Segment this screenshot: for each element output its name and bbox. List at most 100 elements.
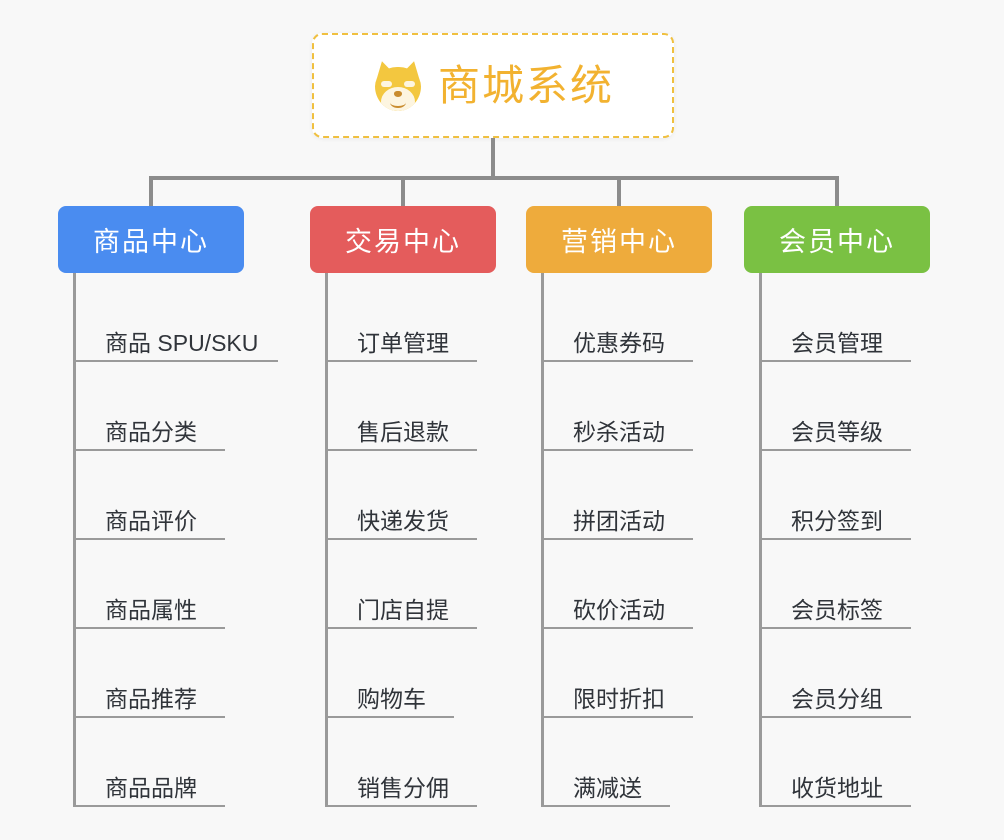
leaf-item[interactable]: 商品属性 xyxy=(73,540,258,629)
connector-drop-member-center xyxy=(835,176,839,208)
connector-trunk-product-center xyxy=(73,273,76,807)
leaf-item-label: 砍价活动 xyxy=(573,596,665,623)
leaf-underline xyxy=(759,716,911,718)
connector-root-stem xyxy=(491,138,495,178)
leaf-item[interactable]: 快递发货 xyxy=(325,451,477,540)
connector-horizontal-bus xyxy=(149,176,839,180)
connector-drop-product-center xyxy=(149,176,153,208)
leaf-item[interactable]: 会员管理 xyxy=(759,273,911,362)
leaf-item-label: 商品评价 xyxy=(105,507,197,534)
category-header-member-center[interactable]: 会员中心 xyxy=(744,206,930,273)
connector-drop-marketing-center xyxy=(617,176,621,208)
leaf-item[interactable]: 满减送 xyxy=(541,718,670,807)
leaf-item[interactable]: 商品评价 xyxy=(73,451,258,540)
leaf-item[interactable]: 限时折扣 xyxy=(541,629,693,718)
leaf-item[interactable]: 购物车 xyxy=(325,629,454,718)
leaf-underline xyxy=(759,805,911,807)
leaf-item-label: 限时折扣 xyxy=(573,685,665,712)
leaf-underline xyxy=(73,449,225,451)
leaf-underline xyxy=(325,449,477,451)
category-header-label: 商品中心 xyxy=(93,227,209,257)
leaf-item-label: 收货地址 xyxy=(791,774,883,801)
leaf-underline xyxy=(73,805,225,807)
leaf-item-label: 商品属性 xyxy=(105,596,197,623)
leaf-item-label: 订单管理 xyxy=(357,329,449,356)
leaf-item-label: 门店自提 xyxy=(357,596,449,623)
leaf-item[interactable]: 商品 SPU/SKU xyxy=(73,273,278,362)
leaf-underline xyxy=(73,538,225,540)
connector-trunk-trade-center xyxy=(325,273,328,807)
leaf-item[interactable]: 商品分类 xyxy=(73,362,258,451)
leaf-item-label: 购物车 xyxy=(357,685,426,712)
leaf-item[interactable]: 商品推荐 xyxy=(73,629,258,718)
leaf-list-trade-center: 订单管理售后退款快递发货门店自提购物车销售分佣 xyxy=(325,273,477,807)
leaf-item[interactable]: 砍价活动 xyxy=(541,540,693,629)
leaf-list-marketing-center: 优惠券码秒杀活动拼团活动砍价活动限时折扣满减送 xyxy=(541,273,693,807)
leaf-item[interactable]: 会员分组 xyxy=(759,629,911,718)
leaf-item-label: 销售分佣 xyxy=(357,774,449,801)
leaf-underline xyxy=(541,805,670,807)
root-title: 商城系统 xyxy=(437,61,614,109)
leaf-underline xyxy=(759,449,911,451)
leaf-underline xyxy=(325,805,477,807)
column-marketing-center: 营销中心优惠券码秒杀活动拼团活动砍价活动限时折扣满减送 xyxy=(526,206,712,807)
leaf-underline xyxy=(541,449,693,451)
leaf-item[interactable]: 优惠券码 xyxy=(541,273,693,362)
root-node-shop-system[interactable]: 商城系统 xyxy=(312,33,674,138)
leaf-underline xyxy=(541,716,693,718)
leaf-item[interactable]: 秒杀活动 xyxy=(541,362,693,451)
category-header-label: 营销中心 xyxy=(561,227,677,257)
leaf-item[interactable]: 会员等级 xyxy=(759,362,911,451)
leaf-item[interactable]: 会员标签 xyxy=(759,540,911,629)
leaf-item-label: 会员等级 xyxy=(791,418,883,445)
shiba-dog-face-icon xyxy=(372,58,424,112)
leaf-item-label: 拼团活动 xyxy=(573,507,665,534)
leaf-item-label: 商品品牌 xyxy=(105,774,197,801)
leaf-item[interactable]: 积分签到 xyxy=(759,451,911,540)
leaf-item-label: 会员分组 xyxy=(791,685,883,712)
leaf-item-label: 商品分类 xyxy=(105,418,197,445)
category-header-label: 会员中心 xyxy=(779,227,895,257)
leaf-item[interactable]: 售后退款 xyxy=(325,362,477,451)
leaf-item-label: 秒杀活动 xyxy=(573,418,665,445)
column-member-center: 会员中心会员管理会员等级积分签到会员标签会员分组收货地址 xyxy=(744,206,930,807)
connector-trunk-member-center xyxy=(759,273,762,807)
leaf-item-label: 优惠券码 xyxy=(573,329,665,356)
leaf-item[interactable]: 门店自提 xyxy=(325,540,477,629)
connector-drop-trade-center xyxy=(401,176,405,208)
leaf-underline xyxy=(541,538,693,540)
leaf-underline xyxy=(541,360,693,362)
leaf-item[interactable]: 销售分佣 xyxy=(325,718,477,807)
leaf-item-label: 满减送 xyxy=(573,774,642,801)
category-header-marketing-center[interactable]: 营销中心 xyxy=(526,206,712,273)
leaf-underline xyxy=(325,716,454,718)
leaf-item[interactable]: 商品品牌 xyxy=(73,718,258,807)
leaf-list-product-center: 商品 SPU/SKU 商品分类商品评价商品属性商品推荐商品品牌 xyxy=(73,273,278,807)
category-header-product-center[interactable]: 商品中心 xyxy=(58,206,244,273)
leaf-underline xyxy=(325,360,477,362)
leaf-underline xyxy=(73,716,225,718)
leaf-item-label: 商品 SPU/SKU xyxy=(105,329,259,356)
leaf-underline xyxy=(73,360,278,362)
leaf-underline xyxy=(73,627,225,629)
leaf-underline xyxy=(759,538,911,540)
category-header-trade-center[interactable]: 交易中心 xyxy=(310,206,496,273)
leaf-item-label: 会员管理 xyxy=(791,329,883,356)
column-product-center: 商品中心商品 SPU/SKU 商品分类商品评价商品属性商品推荐商品品牌 xyxy=(58,206,278,807)
leaf-item-label: 商品推荐 xyxy=(105,685,197,712)
leaf-item-label: 积分签到 xyxy=(791,507,883,534)
leaf-underline xyxy=(759,627,911,629)
leaf-item-label: 会员标签 xyxy=(791,596,883,623)
column-trade-center: 交易中心订单管理售后退款快递发货门店自提购物车销售分佣 xyxy=(310,206,496,807)
leaf-underline xyxy=(325,538,477,540)
leaf-list-member-center: 会员管理会员等级积分签到会员标签会员分组收货地址 xyxy=(759,273,911,807)
connector-trunk-marketing-center xyxy=(541,273,544,807)
leaf-item[interactable]: 拼团活动 xyxy=(541,451,693,540)
category-header-label: 交易中心 xyxy=(345,227,461,257)
leaf-item-label: 快递发货 xyxy=(357,507,449,534)
leaf-underline xyxy=(759,360,911,362)
leaf-item[interactable]: 订单管理 xyxy=(325,273,477,362)
leaf-item[interactable]: 收货地址 xyxy=(759,718,911,807)
leaf-underline xyxy=(541,627,693,629)
